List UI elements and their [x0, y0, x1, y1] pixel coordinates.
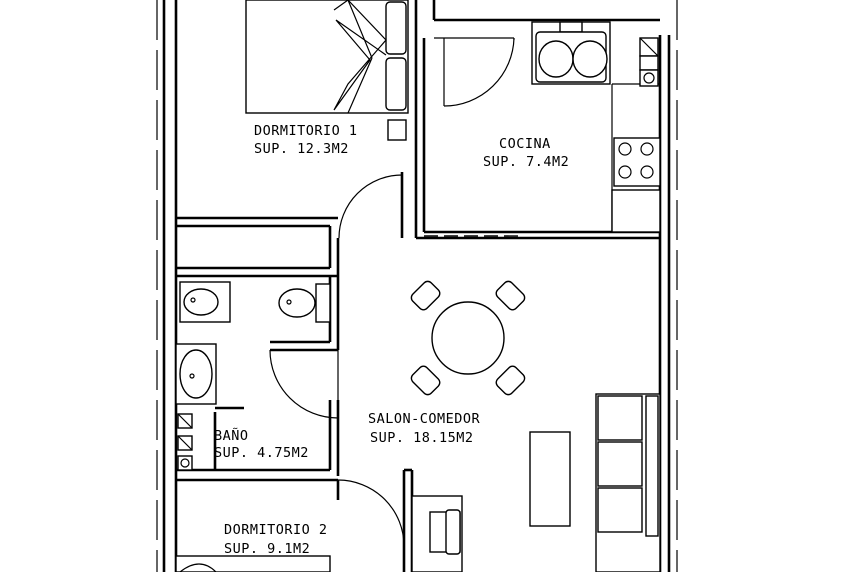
cocina-area: SUP. 7.4M2 — [483, 154, 569, 170]
sofa — [595, 393, 661, 572]
kitchen-fixtures — [531, 21, 661, 233]
bed-dormitorio-1 — [245, 0, 409, 141]
bed-dormitorio-2 — [175, 555, 331, 572]
bano-area: SUP. 4.75M2 — [214, 445, 309, 461]
coffee-table — [529, 431, 571, 527]
exterior-guide-lines — [156, 0, 678, 572]
salon-name: SALON-COMEDOR — [368, 411, 481, 427]
bathroom-fixtures — [175, 281, 331, 471]
dormitorio-1-area: SUP. 12.3M2 — [254, 141, 349, 157]
dining-table — [410, 280, 526, 396]
desk-chair — [411, 495, 463, 572]
exterior-walls — [162, 0, 671, 572]
bano-name: BAÑO — [214, 427, 249, 444]
doors — [269, 37, 515, 547]
dormitorio-2-name: DORMITORIO 2 — [224, 522, 328, 538]
cocina-name: COCINA — [499, 136, 551, 152]
dormitorio-1-name: DORMITORIO 1 — [254, 123, 358, 139]
salon-area: SUP. 18.15M2 — [370, 430, 474, 446]
dormitorio-2-area: SUP. 9.1M2 — [224, 541, 310, 557]
